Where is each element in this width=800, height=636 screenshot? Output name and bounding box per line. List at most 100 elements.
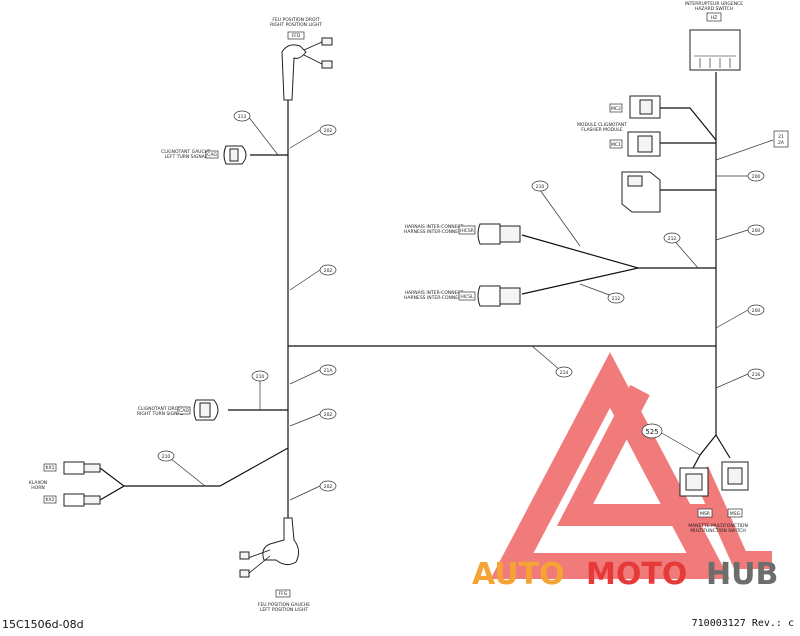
svg-text:FFD: FFD	[292, 33, 301, 39]
callout-202b: 202	[319, 264, 337, 276]
svg-text:HICSL: HICSL	[460, 294, 474, 300]
watermark-text: AUTO MOTO HUB	[472, 557, 778, 592]
svg-text:525: 525	[645, 428, 658, 436]
svg-text:HARNAIS INTER-CONNECT: HARNAIS INTER-CONNECT	[405, 224, 464, 230]
svg-text:HARNESS INTER-CONNECT: HARNESS INTER-CONNECT	[404, 229, 464, 235]
callout-525: 525	[641, 423, 663, 439]
callout-202d: 202	[319, 480, 337, 492]
svg-text:MC2: MC2	[611, 106, 621, 112]
hazard-switch: INTERRUPTEUR URGENCE HAZARD SWITCH HZ	[685, 1, 743, 71]
callout-210b: 210	[251, 370, 269, 382]
watermark-hub: HUB	[706, 557, 778, 592]
right-turn-signal: CLIGNOTANT DROIT RIGHT TURN SIGNAL CAD	[137, 399, 219, 421]
svg-text:210: 210	[536, 184, 545, 190]
callout-212b: 212	[607, 292, 625, 304]
svg-text:HORN: HORN	[31, 485, 44, 491]
callout-214: 214	[555, 366, 573, 378]
svg-text:202: 202	[324, 484, 333, 490]
svg-text:FEU POSITION GAUCHE: FEU POSITION GAUCHE	[258, 602, 310, 608]
flasher-upper-branch	[660, 107, 717, 141]
svg-text:210: 210	[162, 454, 171, 460]
svg-text:HARNAIS INTER-CONNECT: HARNAIS INTER-CONNECT	[405, 290, 464, 296]
svg-text:CAG: CAG	[207, 152, 217, 158]
left-turn-signal: CLIGNOTANT GAUCHE LEFT TURN SIGNAL CAG	[161, 145, 247, 165]
horn-connector	[63, 461, 85, 475]
flasher-module: MODULE CLIGNOTANT FLASHER MODULE MC2 MC1	[577, 95, 661, 157]
svg-text:MULTIFUNCTION SWITCH: MULTIFUNCTION SWITCH	[690, 528, 746, 534]
wiring	[99, 72, 731, 518]
harness-interconnect-left: HARNAIS INTER-CONNECT HARNESS INTER-CONN…	[404, 285, 521, 307]
svg-text:21: 21	[778, 134, 784, 140]
svg-text:21A: 21A	[324, 368, 334, 374]
svg-text:HAZARD SWITCH: HAZARD SWITCH	[695, 6, 733, 12]
watermark-triangle-outer	[490, 352, 730, 579]
svg-text:200: 200	[752, 228, 761, 234]
relay-unit	[621, 171, 661, 213]
svg-text:CLIGNOTANT GAUCHE: CLIGNOTANT GAUCHE	[161, 149, 211, 155]
callout-212a: 212	[663, 232, 681, 244]
lead-terminal	[321, 37, 333, 46]
svg-text:LEFT TURN SIGNAL: LEFT TURN SIGNAL	[165, 154, 208, 160]
horn: KX1 KX2 KLAXON HORN	[29, 461, 101, 507]
svg-text:HARNESS INTER-CONNECT: HARNESS INTER-CONNECT	[404, 295, 464, 301]
callout-200a: 200	[747, 170, 765, 182]
svg-text:MSR: MSR	[700, 511, 710, 517]
callout-213: 213	[233, 110, 251, 122]
callout-202c: 202	[319, 408, 337, 420]
light-leads	[247, 549, 271, 575]
light-socket	[262, 517, 300, 566]
horn-branch	[124, 447, 289, 487]
svg-text:214: 214	[560, 370, 569, 376]
light-socket	[281, 44, 307, 101]
watermark-logo	[490, 352, 772, 579]
figure-code: 15C1506d-08d	[2, 618, 84, 631]
callout-202a: 202	[319, 124, 337, 136]
svg-text:212: 212	[668, 236, 677, 242]
callout-200c: 200	[747, 304, 765, 316]
harness-lower-branch	[521, 267, 639, 295]
svg-text:202: 202	[324, 268, 333, 274]
svg-text:200: 200	[752, 174, 761, 180]
svg-text:212: 212	[612, 296, 621, 302]
svg-text:CLIGNOTANT DROIT: CLIGNOTANT DROIT	[138, 406, 183, 412]
svg-text:LEFT POSITION LIGHT: LEFT POSITION LIGHT	[260, 607, 309, 613]
svg-text:CAD: CAD	[179, 408, 189, 414]
svg-text:FEU POSITION DROIT: FEU POSITION DROIT	[272, 17, 319, 23]
svg-text:MSG: MSG	[730, 511, 741, 517]
left-position-light: FFG FEU POSITION GAUCHE LEFT POSITION LI…	[239, 517, 310, 613]
svg-text:RIGHT TURN SIGNAL: RIGHT TURN SIGNAL	[137, 411, 184, 417]
document-revision: 710003127 Rev.: c	[691, 618, 794, 629]
svg-text:202: 202	[324, 412, 333, 418]
horn-fork	[99, 467, 126, 501]
watermark-moto: MOTO	[586, 557, 687, 592]
svg-text:HICSR: HICSR	[460, 228, 474, 234]
callout-200b: 200	[747, 224, 765, 236]
svg-text:RIGHT POSITION LIGHT: RIGHT POSITION LIGHT	[270, 22, 322, 28]
svg-text:213: 213	[238, 114, 247, 120]
svg-text:200: 200	[752, 308, 761, 314]
watermark-triangle-tail	[691, 466, 772, 569]
harness-interconnect-right: HARNAIS INTER-CONNECT HARNESS INTER-CONN…	[404, 223, 521, 245]
svg-text:KLAXON: KLAXON	[29, 480, 47, 486]
lead-terminal	[321, 60, 333, 69]
switch-right-branch	[715, 434, 731, 459]
svg-text:FLASHER MODULE: FLASHER MODULE	[581, 127, 623, 133]
svg-text:MODULE CLIGNOTANT: MODULE CLIGNOTANT	[577, 122, 627, 128]
svg-text:KX1: KX1	[46, 465, 55, 471]
horn-connector	[63, 493, 85, 507]
callout-210a: 210	[531, 180, 549, 192]
svg-text:KX2: KX2	[46, 497, 55, 503]
harness-upper-branch	[521, 234, 716, 269]
svg-text:INTERRUPTEUR URGENCE: INTERRUPTEUR URGENCE	[685, 1, 743, 7]
callout-210c: 210	[157, 450, 175, 462]
callout-216: 216	[747, 368, 765, 380]
svg-text:2A: 2A	[778, 140, 785, 146]
svg-text:202: 202	[324, 128, 333, 134]
svg-text:HZ: HZ	[711, 15, 717, 21]
multifunction-switch: MSR MSG MANETTE MULTIFONCTION MULTIFUNCT…	[679, 461, 749, 534]
watermark-triangle-inner	[556, 384, 720, 526]
